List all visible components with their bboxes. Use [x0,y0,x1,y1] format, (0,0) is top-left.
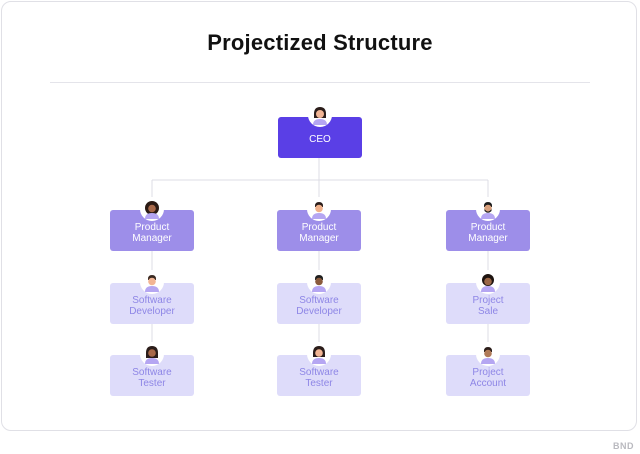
node-manager-2: Product Manager [277,210,361,251]
node-manager-3-label: Product Manager [468,221,508,244]
man-avatar-icon [476,342,500,366]
woman-avatar-icon [307,342,331,366]
woman-curly-hair-avatar-icon [140,197,164,221]
node-col1-level2-label: Software Developer [129,294,175,317]
node-col1-level3-label: Software Tester [132,366,172,389]
man-avatar-icon [307,270,331,294]
node-col3-level3-label: Project Account [469,366,507,389]
man-avatar-icon [307,197,331,221]
node-ceo-label: CEO [309,134,331,145]
node-col2-level2-label: Software Developer [296,294,342,317]
diagram-title: Projectized Structure [207,30,433,55]
node-col2-level3-label: Software Tester [299,366,339,389]
man-avatar-icon [140,270,164,294]
node-col3-level2-label: Project Sale [472,294,504,317]
node-manager-1-label: Product Manager [132,221,172,244]
node-manager-2-label: Product Manager [299,221,339,244]
title-divider [50,82,590,83]
woman-avatar-icon [140,342,164,366]
woman-avatar-icon [308,103,332,127]
node-col1-level2: Software Developer [110,283,194,324]
brand-watermark: BND [613,441,634,451]
bearded-man-avatar-icon [476,197,500,221]
woman-avatar-icon [476,270,500,294]
